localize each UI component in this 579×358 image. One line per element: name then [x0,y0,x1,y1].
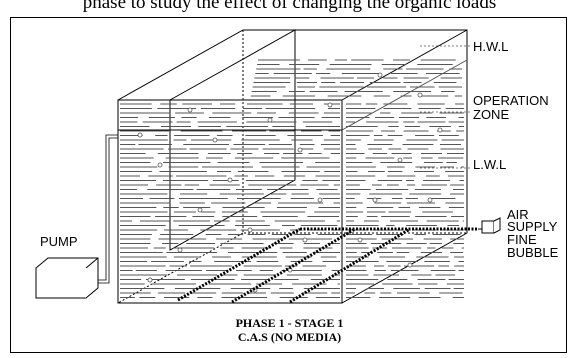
operation-zone-label-line2: ZONE [473,107,510,122]
air-bubbles [137,72,443,293]
cropped-header-text: phase to study the effect of changing th… [82,0,497,13]
water-hatch [120,59,464,298]
hwl-label: H.W.L [473,39,509,54]
bubble [317,197,323,203]
bubble [267,117,273,123]
bubble [247,227,253,233]
bubble [437,127,443,133]
bubble [157,162,163,168]
bubble [372,197,378,203]
air-label-line3: FINE [507,232,537,247]
bubble [197,207,203,213]
bubble [327,102,333,108]
air-label-line2: SUPPLY [507,219,558,234]
partition-wall [169,29,296,251]
figure-frame [10,17,567,353]
lwl-label: L.W.L [473,157,507,172]
bubble [357,237,363,243]
bubble [417,92,423,98]
bubble [407,262,413,268]
bubble [297,147,303,153]
pump-label: PUMP [40,234,78,249]
bubble [227,177,233,183]
air-diffusers [177,227,478,304]
pump-pipe [98,134,118,284]
caption-line-2: C.A.S (NO MEDIA) [237,330,342,344]
air-label-line1: AIR [507,207,529,222]
bubble [177,247,183,253]
operation-zone-label-line1: OPERATION [473,93,549,108]
caption-line-1: PHASE 1 - STAGE 1 [235,316,344,330]
bubble [427,197,433,203]
air-label-line4: BUBBLE [507,245,559,260]
bubble [212,137,218,143]
bubble [187,107,193,113]
bubble [302,237,308,243]
leader-lines [420,45,470,169]
bubble [377,72,383,78]
water-level-edge [341,59,468,131]
pump-box [35,257,99,299]
bubble [147,277,153,283]
bubble [137,132,143,138]
bubble [397,157,403,163]
air-valve [478,217,501,234]
tank-back-bottom [117,30,467,304]
